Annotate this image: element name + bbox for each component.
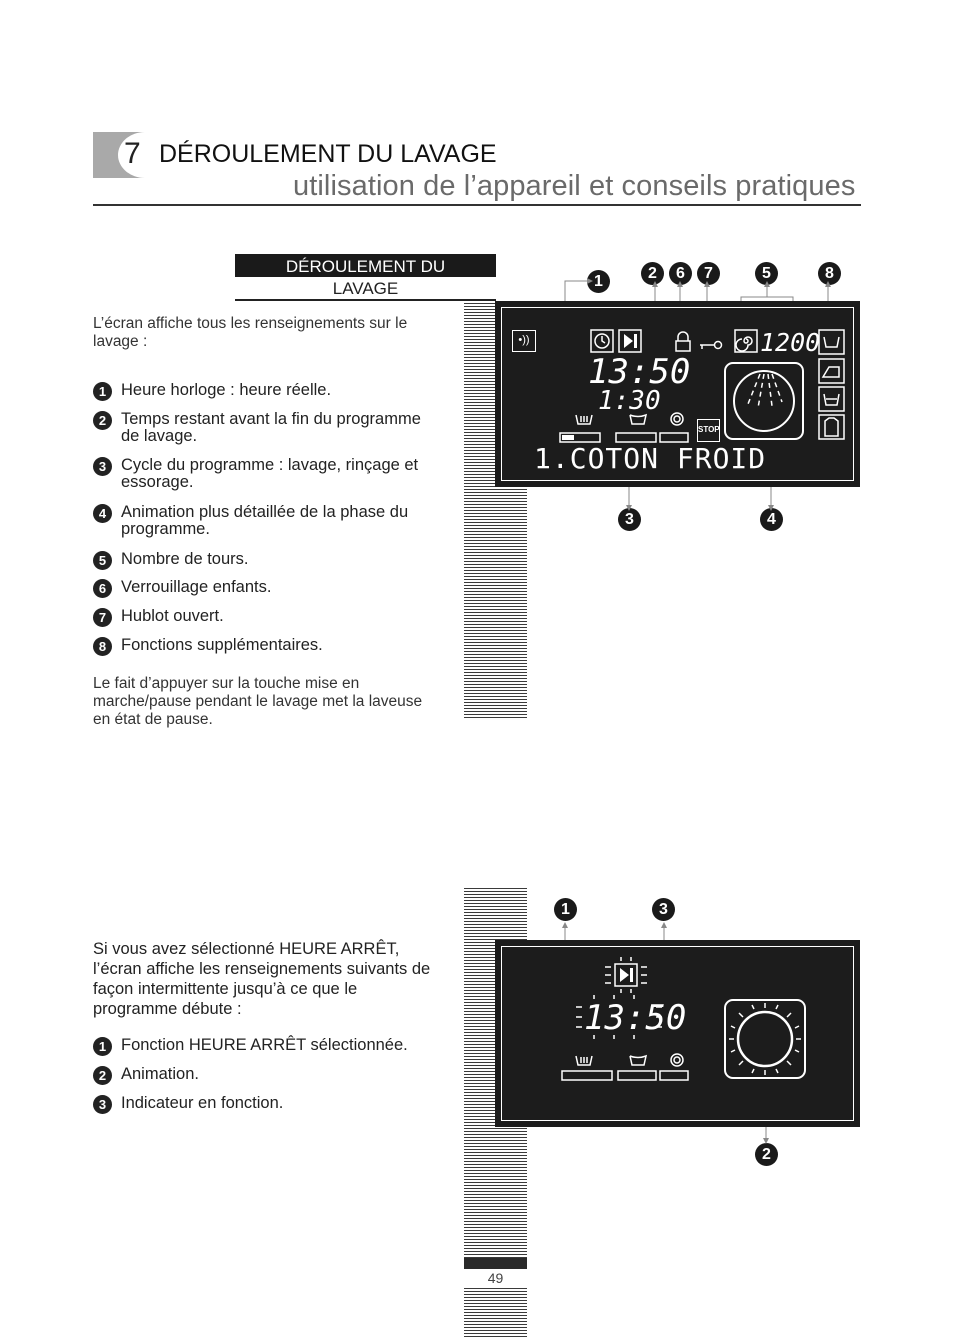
list-item-text: Hublot ouvert. — [121, 607, 224, 625]
number-badge: 3 — [93, 1095, 112, 1114]
section-heading-rule — [235, 299, 496, 301]
lcd-display-delayed-end: 13:50 — [495, 940, 860, 1127]
list-item: 5 Nombre de tours. — [93, 550, 438, 570]
spin-speed: 1200 — [760, 328, 821, 357]
number-badge: 1 — [93, 382, 112, 401]
chapter-number: 7 — [124, 137, 141, 170]
door-key-icon — [700, 340, 723, 350]
list-item-text: Animation plus détaillée de la phase du … — [121, 503, 409, 538]
clock-time: 13:50 — [584, 998, 687, 1038]
list-item: 4 Animation plus détaillée de la phase du… — [93, 504, 438, 538]
child-lock-icon — [675, 331, 691, 352]
number-badge: 2 — [93, 1066, 112, 1085]
list-item-text: Heure horloge : heure réelle. — [121, 381, 332, 399]
intro-text: L’écran affiche tous les renseignements … — [93, 315, 408, 350]
number-badge: 4 — [93, 504, 112, 523]
chapter-subtitle: utilisation de l’appareil et conseils pr… — [293, 170, 856, 202]
number-badge: 5 — [93, 551, 112, 570]
chapter-title: DÉROULEMENT DU LAVAGE — [159, 140, 497, 168]
list-item-text: Verrouillage enfants. — [121, 578, 272, 596]
list-item-text: Nombre de tours. — [121, 550, 249, 568]
callout-badge: 6 — [669, 262, 692, 285]
section-heading: DÉROULEMENT DU — [285, 257, 446, 276]
remote-signal-icon: •)) — [512, 330, 536, 352]
page-number-bar — [464, 1258, 527, 1269]
list-item: 2 Animation. — [93, 1065, 438, 1085]
stop-indicator: STOP — [697, 419, 720, 442]
blinking-rays — [576, 995, 662, 1039]
remaining-time: 1:30 — [598, 386, 661, 416]
play-pause-blinking-icon — [605, 957, 647, 993]
list-item: 8 Fonctions supplémentaires. — [93, 636, 438, 656]
number-badge: 2 — [93, 411, 112, 430]
lcd-inner-border — [501, 307, 854, 481]
list-item-text: Temps restant avant la fin du programme … — [121, 410, 421, 445]
program-name: 1.COTON FROID — [534, 442, 767, 475]
delayed-end-intro: Si vous avez sélectionné HEURE ARRÊT, l’… — [93, 940, 431, 1018]
list-item-text: Indicateur en fonction. — [121, 1094, 284, 1112]
clock-icon — [590, 329, 614, 353]
callout-badge: 1 — [587, 270, 610, 293]
lcd-display-running: •)) 1200 13:5 — [495, 301, 860, 487]
list-item: 3 Indicateur en fonction. — [93, 1094, 438, 1114]
clock-time: 13:50 — [588, 352, 691, 392]
section-heading-box — [235, 254, 496, 277]
list-item-text: Cycle du programme : lavage, rinçage et … — [121, 456, 419, 491]
lcd-inner-border — [501, 946, 854, 1121]
callout-badge: 8 — [818, 262, 841, 285]
list-item-text: Fonctions supplémentaires. — [121, 636, 323, 654]
number-badge: 3 — [93, 457, 112, 476]
program-phase-icons — [561, 1053, 689, 1081]
program-phase-icons — [559, 412, 689, 443]
number-badge: 1 — [93, 1037, 112, 1056]
list-item: 1 Heure horloge : heure réelle. — [93, 381, 438, 401]
section-heading-line2: LAVAGE — [332, 279, 399, 298]
drum-animation-icon — [724, 999, 806, 1079]
list-item: 3 Cycle du programme : lavage, rinçage et… — [93, 457, 438, 491]
callout-badge: 2 — [641, 262, 664, 285]
page-number: 49 — [487, 1270, 504, 1286]
callout-badge: 2 — [755, 1143, 778, 1166]
play-pause-icon — [618, 329, 642, 353]
list-item: 2 Temps restant avant la fin du programme… — [93, 411, 438, 445]
spin-icon — [734, 329, 758, 353]
callout-badge: 3 — [652, 898, 675, 921]
extra-functions-icons — [818, 329, 845, 440]
callout-badge: 3 — [618, 508, 641, 531]
drum-animation-icon — [724, 362, 804, 440]
header-rule — [93, 204, 861, 206]
list-item-text: Animation. — [121, 1065, 199, 1083]
list-item: 7 Hublot ouvert. — [93, 607, 438, 627]
callout-badge: 7 — [697, 262, 720, 285]
decorative-stripes — [464, 1288, 527, 1339]
number-badge: 6 — [93, 579, 112, 598]
number-badge: 7 — [93, 608, 112, 627]
callout-badge: 1 — [554, 898, 577, 921]
callout-badge: 5 — [755, 262, 778, 285]
chapter-tab-curve — [118, 132, 172, 178]
callout-badge: 4 — [760, 508, 783, 531]
list-item: 1 Fonction HEURE ARRÊT sélectionnée. — [93, 1036, 438, 1056]
list-item-text: Fonction HEURE ARRÊT sélectionnée. — [121, 1036, 408, 1054]
list-item: 6 Verrouillage enfants. — [93, 578, 438, 598]
number-badge: 8 — [93, 637, 112, 656]
pause-note: Le fait d’appuyer sur la touche mise en … — [93, 675, 423, 728]
